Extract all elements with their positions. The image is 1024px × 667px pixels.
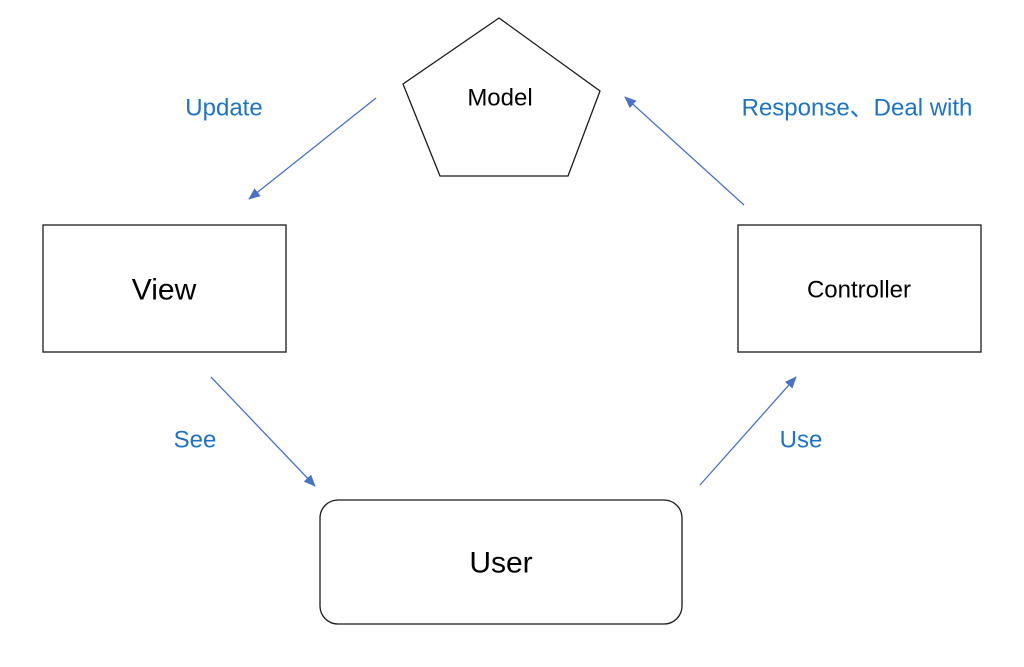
view-label: View	[132, 274, 197, 307]
response-arrow	[624, 96, 745, 206]
update-arrow	[248, 97, 377, 200]
model-pentagon-shape	[402, 17, 601, 177]
see-label: See	[174, 427, 217, 454]
controller-node: Controller	[737, 224, 982, 353]
view-box-shape	[42, 224, 287, 353]
view-node: View	[42, 224, 287, 353]
use-arrow	[699, 376, 797, 486]
model-label: Model	[467, 85, 532, 112]
model-node: Model	[402, 17, 601, 177]
user-node: User	[319, 499, 683, 625]
see-arrow	[210, 376, 316, 487]
response-label: Response、Deal with	[742, 95, 973, 122]
controller-box-shape	[737, 224, 982, 353]
use-label: Use	[780, 427, 823, 454]
user-label: User	[469, 547, 532, 580]
controller-label: Controller	[807, 277, 911, 304]
user-box-shape	[319, 499, 683, 625]
update-label: Update	[185, 95, 262, 122]
